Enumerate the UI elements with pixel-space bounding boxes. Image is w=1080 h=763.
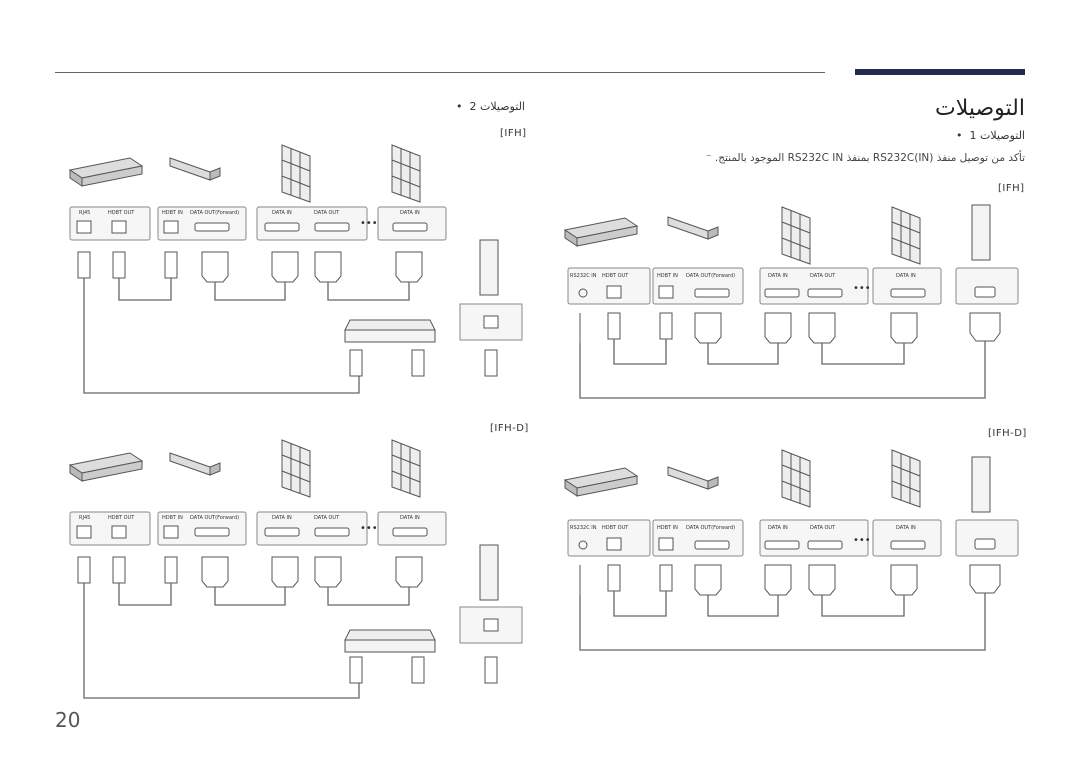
port-label: DATA IN: [272, 210, 292, 216]
page-number: 20: [55, 708, 81, 732]
port-label: DATA OUT: [810, 525, 836, 531]
connection-note: تأكد من توصيل منفذ RS232C(IN) بمنفذ RS23…: [705, 152, 1025, 164]
port-label: HDBT IN: [162, 210, 183, 216]
port-label: DATA IN: [400, 210, 420, 216]
port-label: DATA IN: [768, 273, 788, 279]
port-label: DATA IN: [768, 525, 788, 531]
port-label: DATA IN: [896, 273, 916, 279]
receiver-box: [68, 157, 144, 187]
port-label: DATA OUT: [810, 273, 836, 279]
ellipsis: •••: [853, 283, 871, 294]
left-tag-ifh: [IFH]: [500, 128, 527, 139]
port-label: RS232C IN: [570, 273, 597, 279]
led-cabinet-2: [391, 144, 421, 203]
ellipsis: •••: [853, 535, 871, 546]
right-tag-ifh: [IFH]: [998, 183, 1025, 194]
port-label: DATA OUT: [314, 210, 340, 216]
network-switch: [344, 319, 436, 343]
page-title: التوصيلات: [935, 96, 1025, 121]
port-label: HDBT OUT: [108, 210, 135, 216]
transmitter-stick: [169, 157, 221, 181]
right-ifh-diagram: RS232C IN HDBT OUT HDBT IN DATA OUT(Forw…: [563, 204, 1019, 399]
header-rule: [55, 72, 825, 73]
port-label: HDBT OUT: [602, 273, 629, 279]
port-label: HDBT IN: [162, 515, 183, 521]
port-label: DATA OUT(Forward): [686, 525, 735, 531]
port-label: RJ45: [79, 210, 90, 216]
port-label: HDBT OUT: [602, 525, 629, 531]
led-cabinet-1: [281, 144, 311, 203]
header-accent-bar: [855, 69, 1025, 75]
port-label: DATA OUT(Forward): [190, 210, 239, 216]
port-label: DATA IN: [400, 515, 420, 521]
port-label: HDBT IN: [657, 525, 678, 531]
ellipsis: •••: [360, 523, 378, 534]
port-label: RJ45: [79, 515, 90, 521]
right-ifhd-diagram: RS232C IN HDBT OUT HDBT IN DATA OUT(Forw…: [563, 449, 1019, 651]
ellipsis: •••: [360, 218, 378, 229]
pc-tower: [479, 239, 499, 296]
port-label: HDBT IN: [657, 273, 678, 279]
right-tag-ifhd: [IFH-D]: [988, 428, 1027, 439]
left-bullet: التوصيلات 2 •: [456, 100, 525, 113]
left-ifhd-diagram: RJ45 HDBT OUT HDBT IN DATA OUT(Forward) …: [68, 439, 523, 699]
port-label: DATA IN: [272, 515, 292, 521]
right-bullet: التوصيلات 1 •: [956, 129, 1025, 142]
port-label: DATA OUT(Forward): [686, 273, 735, 279]
port-label: RS232C IN: [570, 525, 597, 531]
port-label: DATA IN: [896, 525, 916, 531]
port-label: HDBT OUT: [108, 515, 135, 521]
left-tag-ifhd: [IFH-D]: [490, 423, 529, 434]
port-label: DATA OUT: [314, 515, 340, 521]
left-ifh-diagram: RJ45 HDBT OUT HDBT IN DATA OUT(Forward) …: [68, 144, 523, 394]
port-label: DATA OUT(Forward): [190, 515, 239, 521]
